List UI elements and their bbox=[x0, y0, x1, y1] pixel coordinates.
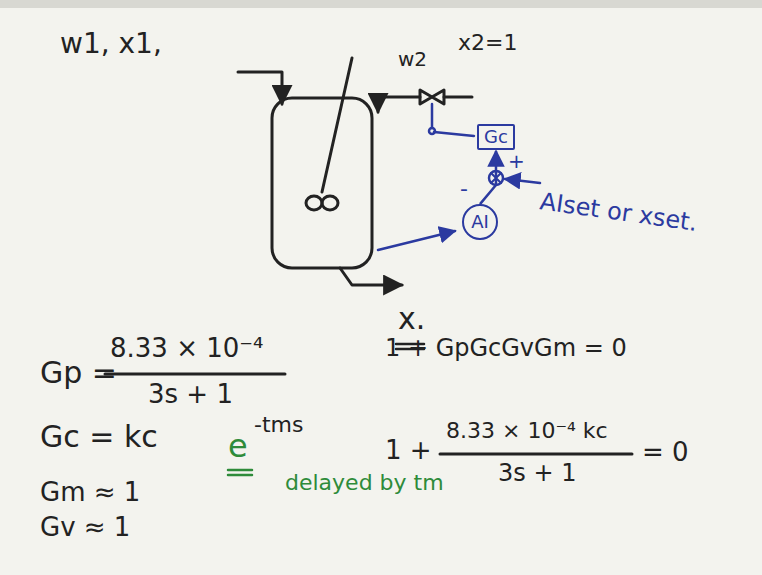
equation: Gv ≈ 1 bbox=[40, 513, 130, 543]
equation: Gm ≈ 1 bbox=[40, 478, 140, 508]
inlet-pipe bbox=[378, 97, 420, 112]
sign-label: - bbox=[460, 176, 468, 201]
equation: 1 + GpGcGvGm = 0 bbox=[385, 335, 627, 363]
valve-stem bbox=[431, 104, 434, 128]
stream-label: w1, x1, bbox=[60, 28, 162, 60]
analyzer-circle: AI bbox=[462, 204, 498, 240]
inlet-pipe bbox=[238, 72, 282, 104]
fraction-bar bbox=[440, 453, 632, 456]
setpoint-label: AIset or xset. bbox=[538, 188, 699, 237]
equation: Gp = bbox=[40, 356, 117, 391]
stirrer-shaft bbox=[322, 58, 352, 192]
impeller bbox=[322, 196, 338, 210]
equation: Gc = kc bbox=[40, 420, 158, 455]
stream-label: w2 bbox=[398, 48, 427, 71]
control-valve bbox=[420, 90, 444, 104]
stream-label: x2=1 bbox=[458, 30, 517, 55]
inlet-pipe bbox=[444, 96, 472, 99]
delay-term: e bbox=[228, 428, 248, 465]
equation: 3s + 1 bbox=[498, 460, 576, 488]
equation: 1 + bbox=[385, 436, 432, 466]
delay-term: -tms bbox=[254, 412, 303, 437]
equation: 8.33 × 10⁻⁴ bbox=[110, 334, 263, 364]
note: delayed by tm bbox=[285, 470, 444, 495]
sign-label: + bbox=[508, 150, 525, 173]
node-text: AI bbox=[471, 212, 489, 232]
equation: 8.33 × 10⁻⁴ kc bbox=[446, 418, 608, 443]
underline bbox=[228, 470, 252, 475]
outlet-pipe bbox=[340, 268, 402, 285]
equation: 3s + 1 bbox=[148, 380, 233, 410]
tank-vessel bbox=[272, 98, 372, 268]
fraction-bar bbox=[105, 373, 285, 376]
controller-box: Gc bbox=[477, 124, 515, 150]
signal-connector bbox=[480, 151, 496, 204]
board-edge bbox=[0, 0, 762, 8]
equation: = 0 bbox=[642, 438, 689, 468]
signal-line bbox=[434, 132, 474, 136]
setpoint-line bbox=[505, 179, 540, 183]
output-label: x. bbox=[398, 302, 425, 337]
measurement-line bbox=[378, 231, 455, 250]
impeller bbox=[306, 196, 322, 210]
node-text: Gc bbox=[484, 127, 508, 147]
